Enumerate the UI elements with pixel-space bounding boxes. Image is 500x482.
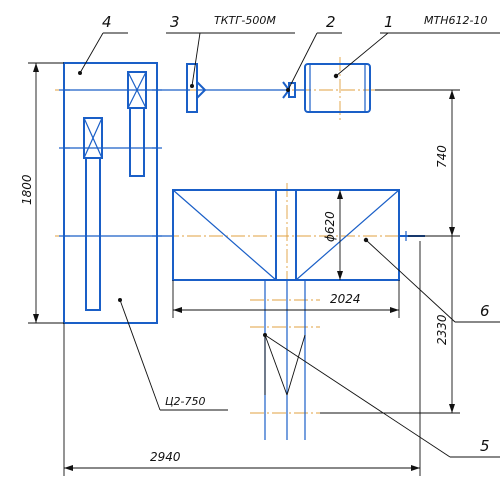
center-lines [55, 57, 430, 440]
leader-5-label: 5 [480, 437, 490, 455]
leader-1: 1 МТН612-10 [335, 13, 500, 77]
leader-2: 2 [286, 13, 342, 92]
dimension-1800: 1800 [20, 62, 64, 324]
dim-1800-label: 1800 [20, 174, 34, 205]
leader-5: 5 [264, 334, 500, 458]
dimension-2940: 2940 [63, 241, 421, 476]
brake-coupling [186, 63, 287, 113]
dim-2024-label: 2024 [330, 292, 361, 306]
dim-2330-label: 2330 [435, 314, 449, 345]
drum [172, 189, 425, 281]
motor [304, 63, 371, 113]
leader-6: 6 [365, 239, 500, 323]
leader-4-label: 4 [102, 13, 112, 31]
leader-3-label: 3 [170, 13, 180, 31]
dimension-740: 740 [375, 89, 460, 237]
reducer-name: Ц2-750 [165, 395, 206, 408]
dim-740-label: 740 [435, 145, 449, 168]
dim-2940-label: 2940 [150, 450, 181, 464]
ropes [263, 280, 306, 440]
leader-4: 4 [78, 13, 128, 75]
dimension-2024: 2024 [172, 280, 400, 318]
motor-name: МТН612-10 [424, 14, 487, 27]
dim-d620-label: ϕ620 [323, 211, 337, 242]
brake-name: ТКТГ-500М [214, 14, 276, 27]
reducer-housing [59, 62, 190, 324]
dimension-2330: 2330 [320, 236, 460, 414]
leader-2-label: 2 [326, 13, 336, 31]
leader-reducer: Ц2-750 [118, 298, 228, 411]
leader-6-label: 6 [480, 302, 490, 320]
leader-3: 3 ТКТГ-500М [166, 13, 295, 88]
leader-1-label: 1 [384, 13, 394, 31]
dimension-d620: ϕ620 [323, 190, 343, 280]
